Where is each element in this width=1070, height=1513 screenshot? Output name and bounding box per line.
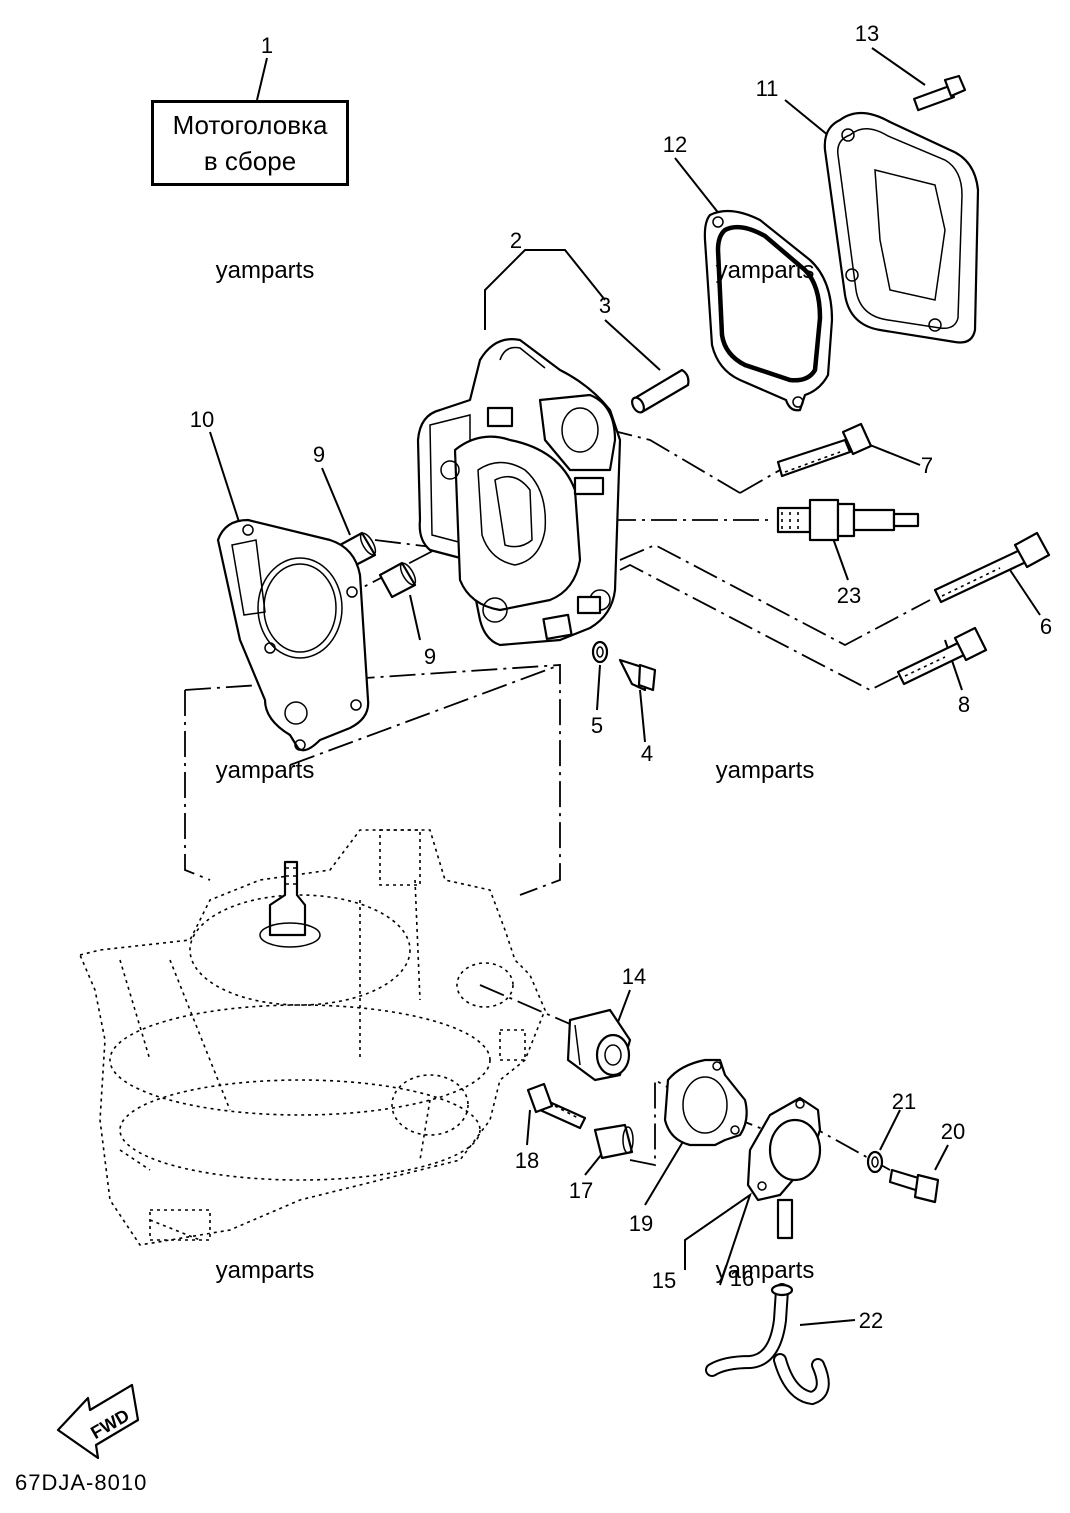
cylinder-block xyxy=(78,829,546,1246)
callout-1: 1 xyxy=(261,33,273,58)
callout-15: 15 xyxy=(652,1268,676,1293)
callout-19: 19 xyxy=(629,1211,653,1236)
part-6-long-bolt xyxy=(933,531,1051,604)
diagram-code: 67DJA-8010 xyxy=(15,1470,147,1495)
callout-18: 18 xyxy=(515,1148,539,1173)
watermarks: yamparts yamparts yamparts yamparts yamp… xyxy=(216,257,815,1284)
callout-10: 10 xyxy=(190,407,214,432)
callout-17: 17 xyxy=(569,1178,593,1203)
part-9-dowel-lower xyxy=(378,561,417,599)
watermark-6: yamparts xyxy=(716,1257,815,1284)
callout-3: 3 xyxy=(599,293,611,318)
callout-4: 4 xyxy=(641,741,653,766)
part-11-head-cover xyxy=(823,111,980,344)
callout-16: 16 xyxy=(730,1266,754,1291)
watermark-1: yamparts xyxy=(216,257,315,284)
leader-lines xyxy=(209,47,1041,1326)
part-12-cover-gasket xyxy=(703,209,834,412)
assembly-lines xyxy=(184,429,931,1240)
callout-numbers: 1 2 3 4 5 6 7 8 9 9 10 11 12 13 14 15 16… xyxy=(190,21,1052,1333)
callout-9: 9 xyxy=(313,442,325,467)
callout-6: 6 xyxy=(1040,614,1052,639)
part-22-hose xyxy=(705,1283,830,1406)
callout-20: 20 xyxy=(941,1119,965,1144)
watermark-2: yamparts xyxy=(716,257,815,284)
block-stud xyxy=(259,860,321,948)
callout-8: 8 xyxy=(958,692,970,717)
watermark-5: yamparts xyxy=(216,1257,315,1284)
part-14-thermostat xyxy=(566,1008,632,1082)
callout-2: 2 xyxy=(510,228,522,253)
callout-21: 21 xyxy=(892,1089,916,1114)
fwd-arrow-icon: FWD xyxy=(56,1383,140,1460)
callout-22: 22 xyxy=(859,1308,883,1333)
part-3-dowel xyxy=(631,368,690,414)
callout-11: 11 xyxy=(756,76,779,101)
callout-14: 14 xyxy=(622,964,646,989)
callout-12: 12 xyxy=(663,132,687,157)
part-21-washer xyxy=(866,1150,884,1174)
part-20-bolt xyxy=(888,1168,940,1204)
title-line-1: Мотоголовка xyxy=(172,110,328,140)
title-line-2: в сборе xyxy=(203,146,297,176)
assembly-title-box: Мотоголовка в сборе xyxy=(151,100,349,186)
callout-23: 23 xyxy=(837,583,861,608)
part-17-collar xyxy=(593,1123,634,1160)
callout-5: 5 xyxy=(591,713,603,738)
part-2-cylinder-head xyxy=(416,338,622,647)
part-23-spark-plug xyxy=(776,498,920,542)
part-5-washer xyxy=(591,640,609,664)
part-10-head-gasket xyxy=(216,518,370,752)
watermark-4: yamparts xyxy=(716,757,815,784)
watermark-3: yamparts xyxy=(216,757,315,784)
callout-9-lower: 9 xyxy=(424,644,436,669)
callout-13: 13 xyxy=(855,21,879,46)
part-4-bolt xyxy=(618,658,657,692)
part-13-bolt xyxy=(912,74,967,112)
callout-7: 7 xyxy=(921,453,933,478)
part-19-thermostat-gasket xyxy=(663,1058,748,1147)
part-15-thermostat-cover xyxy=(746,1096,822,1240)
part-8-bolt xyxy=(896,626,988,686)
part-18-bolt xyxy=(526,1082,587,1130)
part-7-bolt xyxy=(776,422,873,478)
